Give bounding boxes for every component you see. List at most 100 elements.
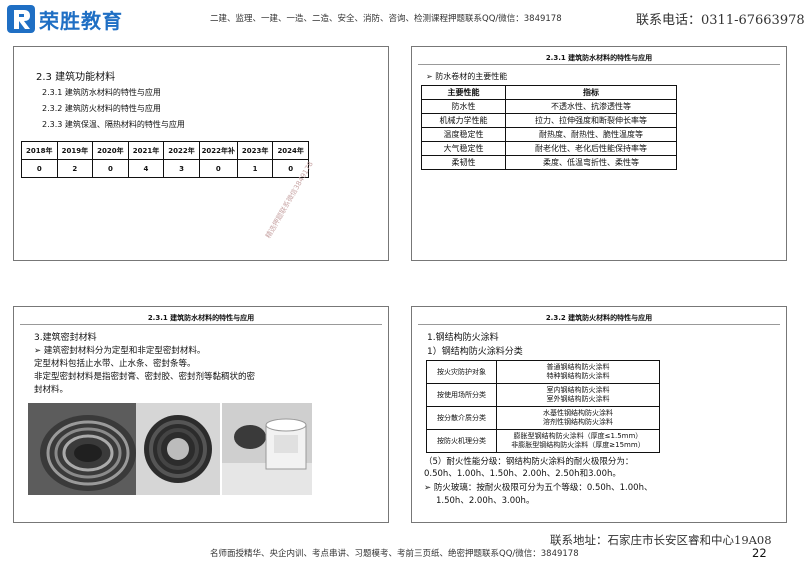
table-cell: 2018年 — [21, 141, 58, 160]
slide-functional-materials: 2.3 建筑功能材料 2.3.1 建筑防水材料的特性与应用 2.3.2 建筑防火… — [13, 46, 389, 261]
footer-tagline: 名师面授精华、央企内训、考点串讲、习题模考、考前三页纸、绝密押题联系QQ/微信：… — [210, 549, 579, 559]
exam-frequency-table: 2018年 2019年 2020年 2021年 2022年 2022年补 202… — [21, 141, 309, 178]
cell-line: 特种钢结构防火涂料 — [546, 372, 610, 380]
waterstop-roll-photo — [28, 403, 140, 495]
table-row: 大气稳定性 耐老化性、老化后性能保持率等 — [421, 141, 677, 156]
table-cell: 普通钢结构防火涂料特种钢结构防火涂料 — [496, 360, 660, 384]
table-cell: 2023年 — [236, 141, 274, 160]
arrow-bullet-icon: ➢ — [426, 72, 436, 81]
cell-line: 非膨胀型钢结构防火涂料（厚度≥15mm） — [511, 441, 645, 449]
sealing-strip-photo — [136, 403, 220, 495]
table-cell: 2021年 — [127, 141, 165, 160]
table-row: 防水性 不透水性、抗渗透性等 — [421, 99, 677, 114]
table-cell: 室内钢结构防火涂料室外钢结构防火涂料 — [496, 383, 660, 407]
arrow-bullet-icon: ➢ — [34, 346, 44, 356]
cell-line: 溶剂性钢结构防火涂料 — [543, 418, 613, 426]
table-cell: 2024年 — [272, 141, 309, 160]
table-row: 按分散介质分类 水基性钢结构防火涂料溶剂性钢结构防火涂料 — [426, 406, 660, 430]
logo-mark-icon — [7, 5, 35, 33]
table-header: 主要性能 — [421, 85, 506, 100]
table-cell: 拉力、拉伸强度和断裂伸长率等 — [505, 113, 677, 128]
table-row: 按火灾防护对象 普通钢结构防火涂料特种钢结构防火涂料 — [426, 360, 660, 384]
slide3-line: 定型材料包括止水带、止水条、密封条等。 — [34, 359, 196, 369]
header: 荣胜教育 二建、监理、一建、一造、二造、安全、消防、咨询、检测课程押题联系QQ/… — [0, 0, 805, 42]
table-cell: 3 — [163, 159, 200, 178]
slide3-title: 2.3.1 建筑防水材料的特性与应用 — [147, 314, 255, 322]
table-row: 2018年 2019年 2020年 2021年 2022年 2022年补 202… — [21, 141, 309, 160]
slide3-heading: 3.建筑密封材料 — [34, 333, 97, 343]
table-cell: 0 — [272, 159, 309, 178]
table-cell: 柔韧性 — [421, 155, 506, 170]
cell-line: 普通钢结构防火涂料 — [546, 363, 610, 371]
arrow-bullet-icon: ➢ — [424, 483, 434, 493]
logo-text: 荣胜教育 — [39, 8, 123, 33]
table-header-row: 主要性能 指标 — [421, 85, 677, 100]
table-row: 按使用场所分类 室内钢结构防火涂料室外钢结构防火涂料 — [426, 383, 660, 407]
table-cell: 1 — [236, 159, 274, 178]
table-cell: 0 — [21, 159, 58, 178]
slide1-item: 2.3.2 建筑防火材料的特性与应用 — [42, 104, 161, 113]
slide4-subheading: 1）钢结构防火涂料分类 — [427, 347, 523, 357]
header-tagline: 二建、监理、一建、一造、二造、安全、消防、咨询、检测课程押题联系QQ/微信：38… — [210, 14, 562, 24]
slide-sealing-materials: 2.3.1 建筑防水材料的特性与应用 3.建筑密封材料 ➢ 建筑密封材料分为定型… — [13, 306, 389, 523]
table-cell: 4 — [127, 159, 165, 178]
cell-line: 室外钢结构防火涂料 — [546, 395, 610, 403]
slide3-line-text: 建筑密封材料分为定型和非定型密封材料。 — [43, 346, 206, 356]
cell-line: 水基性钢结构防火涂料 — [543, 409, 613, 417]
table-cell: 膨胀型钢结构防火涂料（厚度≤1.5mm）非膨胀型钢结构防火涂料（厚度≥15mm） — [496, 429, 660, 453]
table-cell: 按分散介质分类 — [426, 406, 497, 430]
slide2-subtitle-text: 防水卷材的主要性能 — [435, 72, 508, 81]
table-row: 0 2 0 4 3 0 1 0 — [21, 159, 309, 178]
table-cell: 大气稳定性 — [421, 141, 506, 156]
table-cell: 0 — [92, 159, 129, 178]
table-cell: 柔度、低温弯折性、柔性等 — [505, 155, 677, 170]
sealant-bucket-photo — [222, 403, 312, 495]
coating-classification-table: 按火灾防护对象 普通钢结构防火涂料特种钢结构防火涂料 按使用场所分类 室内钢结构… — [426, 360, 660, 453]
table-cell: 不透水性、抗渗透性等 — [505, 99, 677, 114]
slide2-subtitle: ➢ 防水卷材的主要性能 — [426, 71, 507, 82]
table-cell: 2022年 — [163, 141, 200, 160]
slide4-title: 2.3.2 建筑防火材料的特性与应用 — [545, 314, 653, 322]
table-cell: 温度稳定性 — [421, 127, 506, 142]
table-cell: 2020年 — [92, 141, 129, 160]
table-cell: 耐老化性、老化后性能保持率等 — [505, 141, 677, 156]
header-phone: 联系电话：0311-67663978 — [636, 13, 805, 28]
table-cell: 2019年 — [56, 141, 94, 160]
slide4-line: 1.50h、2.00h、3.00h。 — [436, 496, 535, 506]
table-cell: 机械力学性能 — [421, 113, 506, 128]
table-cell: 防水性 — [421, 99, 506, 114]
table-row: 机械力学性能 拉力、拉伸强度和断裂伸长率等 — [421, 113, 677, 128]
table-cell: 0 — [198, 159, 238, 178]
slide1-item: 2.3.1 建筑防水材料的特性与应用 — [42, 88, 161, 97]
slide4-line: （5）耐火性能分级：钢结构防火涂料的耐火极限分为： — [424, 457, 634, 467]
slide-fireproof-coating: 2.3.2 建筑防火材料的特性与应用 1.钢结构防火涂料 1）钢结构防火涂料分类… — [411, 306, 787, 523]
sealing-strip-image — [136, 403, 220, 495]
cell-line: 膨胀型钢结构防火涂料（厚度≤1.5mm） — [513, 432, 643, 440]
waterstop-roll-image — [28, 403, 140, 495]
slide2-title: 2.3.1 建筑防水材料的特性与应用 — [545, 54, 653, 62]
slide-waterproof-membrane: 2.3.1 建筑防水材料的特性与应用 ➢ 防水卷材的主要性能 主要性能 指标 防… — [411, 46, 787, 261]
title-divider — [20, 324, 382, 325]
table-cell: 按火灾防护对象 — [426, 360, 497, 384]
table-cell: 按使用场所分类 — [426, 383, 497, 407]
sealant-bucket-image — [222, 403, 312, 495]
table-row: 温度稳定性 耐热度、耐热性、脆性温度等 — [421, 127, 677, 142]
logo: 荣胜教育 — [6, 4, 123, 34]
table-row: 按防火机理分类 膨胀型钢结构防火涂料（厚度≤1.5mm）非膨胀型钢结构防火涂料（… — [426, 429, 660, 453]
slide4-line: 0.50h、1.00h、1.50h、2.00h、2.50h和3.00h。 — [424, 469, 621, 479]
slide1-heading: 2.3 建筑功能材料 — [36, 72, 116, 83]
slide3-line: 封材料。 — [34, 385, 69, 395]
table-cell: 2 — [56, 159, 94, 178]
table-row: 柔韧性 柔度、低温弯折性、柔性等 — [421, 155, 677, 170]
membrane-performance-table: 主要性能 指标 防水性 不透水性、抗渗透性等 机械力学性能 拉力、拉伸强度和断裂… — [421, 85, 677, 170]
slide3-line: ➢ 建筑密封材料分为定型和非定型密封材料。 — [34, 344, 205, 356]
slide1-item: 2.3.3 建筑保温、隔热材料的特性与应用 — [42, 120, 185, 129]
slide4-line: ➢ 防火玻璃：按耐火极限可分为五个等级：0.50h、1.00h、 — [424, 481, 652, 493]
table-cell: 水基性钢结构防火涂料溶剂性钢结构防火涂料 — [496, 406, 660, 430]
footer-address: 联系地址：石家庄市长安区睿和中心19A08 — [550, 533, 772, 547]
page-number: 22 — [752, 546, 767, 560]
table-cell: 耐热度、耐热性、脆性温度等 — [505, 127, 677, 142]
table-header: 指标 — [505, 85, 677, 100]
title-divider — [418, 64, 780, 65]
table-cell: 2022年补 — [198, 141, 238, 160]
